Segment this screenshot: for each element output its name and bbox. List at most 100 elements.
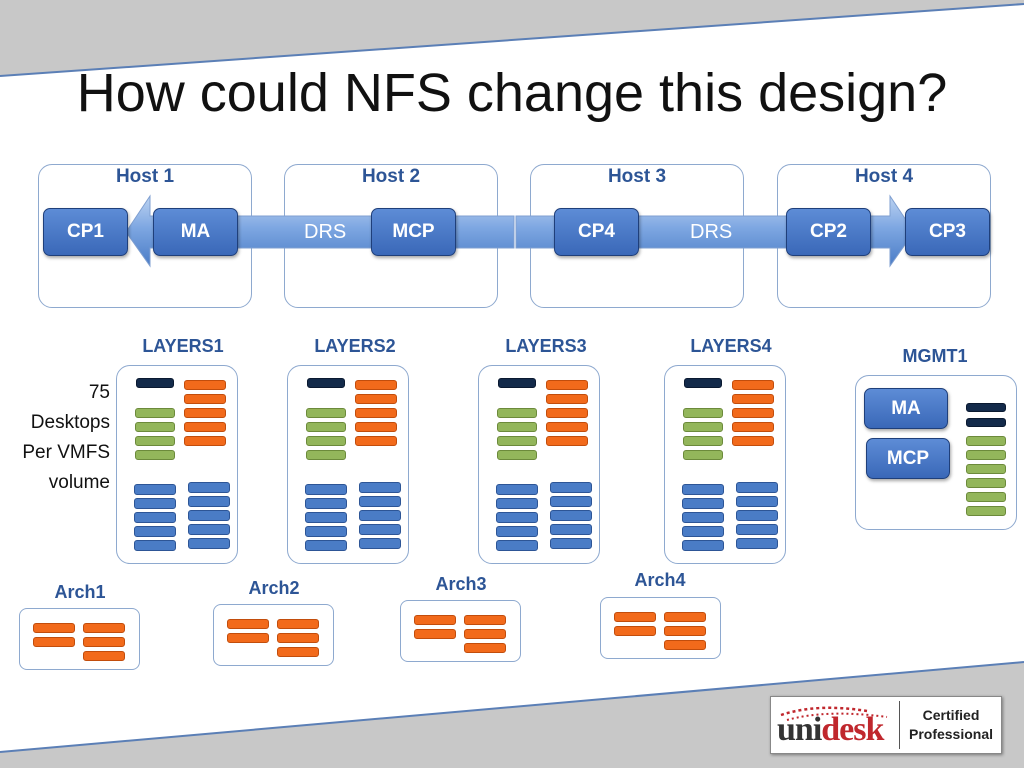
layer-block-blue xyxy=(134,484,176,495)
layer-block-blue xyxy=(305,512,347,523)
layer-block-blue xyxy=(188,538,230,549)
layer-block-orange xyxy=(732,408,774,418)
layer-block-blue xyxy=(682,526,724,537)
mgmt-block-navy xyxy=(966,403,1006,412)
arch-block-orange xyxy=(227,633,269,643)
layer-block-green xyxy=(306,436,346,446)
layer-block-green xyxy=(306,408,346,418)
unidesk-wordmark: unidesk xyxy=(777,711,884,749)
layer-block-blue xyxy=(134,512,176,523)
mgmt-block-green xyxy=(966,506,1006,516)
layer-block-green xyxy=(497,436,537,446)
vm-cp2: CP2 xyxy=(786,208,871,256)
layer-block-orange xyxy=(355,436,397,446)
layer-block-blue xyxy=(188,510,230,521)
layer-block-blue xyxy=(496,498,538,509)
layers-label-1: LAYERS1 xyxy=(142,336,224,356)
layer-block-blue xyxy=(736,510,778,521)
vm-mcp: MCP xyxy=(371,208,456,256)
arch-label-4: Arch4 xyxy=(634,570,686,590)
drs-label-left: DRS xyxy=(304,221,347,243)
layer-block-blue xyxy=(682,484,724,495)
arch-block-orange xyxy=(664,626,706,636)
layer-block-orange xyxy=(184,408,226,418)
layer-block-green xyxy=(497,408,537,418)
layer-block-orange xyxy=(355,394,397,404)
desktops-note-line4: volume xyxy=(48,472,110,493)
drs-label-right: DRS xyxy=(690,221,733,243)
slide-title: How could NFS change this design? xyxy=(76,63,948,123)
brand-desk: desk xyxy=(821,711,884,748)
layer-block-blue xyxy=(305,484,347,495)
arch-block-orange xyxy=(277,633,319,643)
layer-block-green xyxy=(135,450,175,460)
arch-block-orange xyxy=(83,651,125,661)
layer-block-blue xyxy=(550,510,592,521)
host-label-2: Host 2 xyxy=(361,166,421,187)
arch-label-1: Arch1 xyxy=(54,582,106,602)
arch-block-orange xyxy=(664,612,706,622)
layer-block-blue xyxy=(496,484,538,495)
layer-block-orange xyxy=(732,380,774,390)
unidesk-certified-logo: unidesk Certified Professional xyxy=(770,696,1002,754)
arch-block-orange xyxy=(33,637,75,647)
layers-label-4: LAYERS4 xyxy=(690,336,772,356)
arch-block-orange xyxy=(83,637,125,647)
layer-block-orange xyxy=(355,408,397,418)
layer-block-green xyxy=(135,422,175,432)
layer-block-blue xyxy=(188,496,230,507)
arch-label-3: Arch3 xyxy=(435,574,487,594)
desktops-note: 75 Desktops Per VMFS volume xyxy=(0,378,110,498)
layer-block-green xyxy=(135,436,175,446)
vm-cp1: CP1 xyxy=(43,208,128,256)
arch-block-orange xyxy=(414,615,456,625)
layer-block-blue xyxy=(305,540,347,551)
arch-block-orange xyxy=(33,623,75,633)
vm-cp4: CP4 xyxy=(554,208,639,256)
layer-block-orange xyxy=(732,394,774,404)
arch-block-orange xyxy=(464,643,506,653)
arch-block-orange xyxy=(614,612,656,622)
mgmt-block-navy xyxy=(966,418,1006,427)
layer-block-orange xyxy=(546,380,588,390)
arch-block-orange xyxy=(614,626,656,636)
mgmt-label: MGMT1 xyxy=(902,346,968,366)
layer-block-navy xyxy=(498,378,536,388)
layer-block-blue xyxy=(359,510,401,521)
layer-block-blue xyxy=(736,482,778,493)
layer-block-orange xyxy=(546,394,588,404)
layer-block-navy xyxy=(136,378,174,388)
layer-block-green xyxy=(683,408,723,418)
layers-label-3: LAYERS3 xyxy=(505,336,587,356)
arch-block-orange xyxy=(277,619,319,629)
layer-block-orange xyxy=(546,408,588,418)
professional-text: Professional xyxy=(908,726,994,742)
arch-label-2: Arch2 xyxy=(248,578,300,598)
layer-block-blue xyxy=(359,496,401,507)
arch-block-orange xyxy=(464,615,506,625)
layer-block-blue xyxy=(496,512,538,523)
unidesk-swoosh-icon xyxy=(780,706,888,721)
layer-block-blue xyxy=(359,524,401,535)
arch-block-orange xyxy=(414,629,456,639)
vm-cp3: CP3 xyxy=(905,208,990,256)
layer-block-blue xyxy=(359,482,401,493)
layer-block-blue xyxy=(682,498,724,509)
layer-block-orange xyxy=(184,394,226,404)
layer-block-blue xyxy=(134,526,176,537)
layer-block-blue xyxy=(550,538,592,549)
layer-block-blue xyxy=(359,538,401,549)
mgmt-block-green xyxy=(966,464,1006,474)
mgmt-vm-ma: MA xyxy=(864,388,948,429)
layer-block-blue xyxy=(188,482,230,493)
host-label-3: Host 3 xyxy=(607,166,667,187)
vm-ma: MA xyxy=(153,208,238,256)
desktops-note-line3: Per VMFS xyxy=(22,442,110,463)
layer-block-blue xyxy=(550,482,592,493)
layer-block-green xyxy=(497,450,537,460)
logo-divider xyxy=(899,701,900,749)
mgmt-block-green xyxy=(966,450,1006,460)
mgmt-block-green xyxy=(966,478,1006,488)
layer-block-blue xyxy=(736,496,778,507)
mgmt-vm-mcp: MCP xyxy=(866,438,950,479)
